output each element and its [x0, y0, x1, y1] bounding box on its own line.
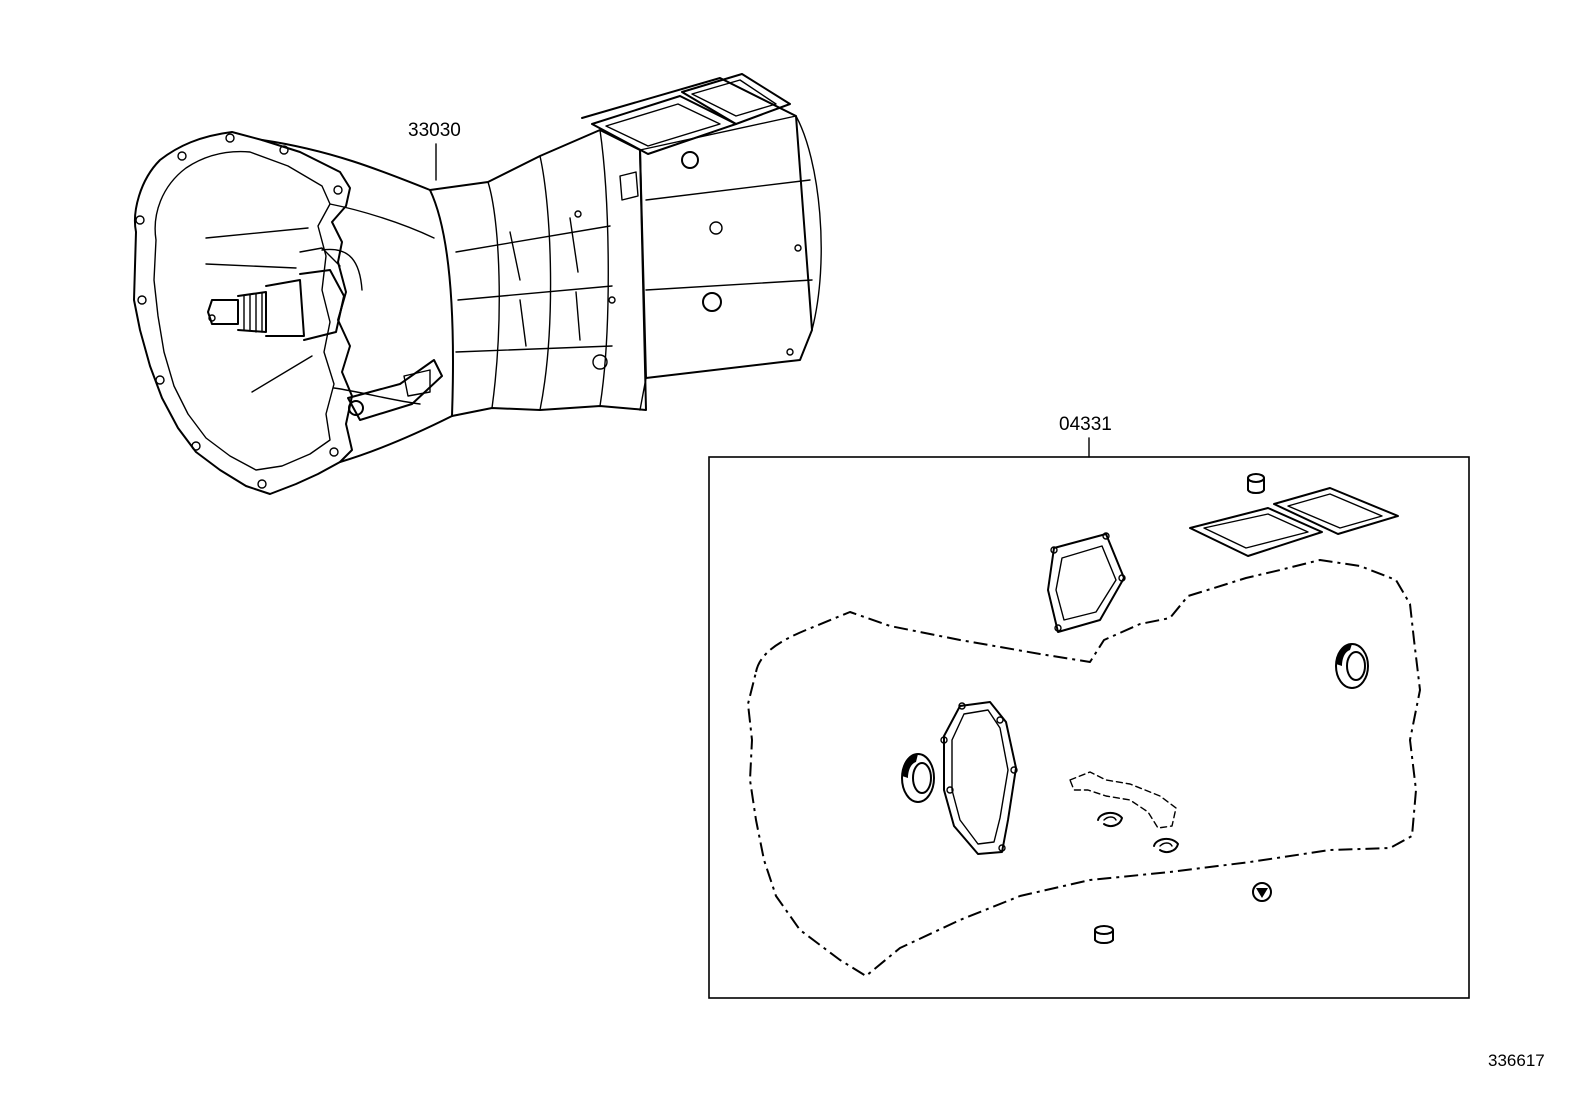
cover-gasket-small — [1047, 532, 1126, 633]
snap-ring-1 — [1097, 812, 1123, 827]
top-cover-gasket-1 — [1189, 507, 1323, 557]
oil-seal-right — [1335, 643, 1369, 689]
part-label-transmission: 33030 — [408, 120, 461, 181]
gasket-kit-frame — [708, 456, 1470, 999]
case-gasket — [747, 559, 1421, 977]
plug-bottom-right — [1252, 882, 1272, 902]
plug-top — [1247, 473, 1265, 494]
extension-housing-gasket — [940, 701, 1018, 855]
part-label-gasket-kit: 04331 — [1059, 414, 1112, 458]
snap-ring-2 — [1153, 838, 1179, 853]
part-number-04331: 04331 — [1059, 414, 1112, 435]
plug-bottom — [1094, 925, 1114, 944]
oil-seal-left — [901, 753, 935, 803]
transmission-assembly[interactable] — [133, 73, 822, 495]
gasket-kit[interactable] — [708, 456, 1470, 999]
input-shaft — [207, 247, 345, 341]
shift-rail-gasket — [1069, 771, 1177, 829]
release-fork — [347, 359, 443, 421]
bell-housing-bolt-lugs — [135, 133, 343, 489]
top-cover-gasket-2 — [1273, 487, 1399, 535]
part-number-33030: 33030 — [408, 120, 461, 141]
drawing-id: 336617 — [1488, 1051, 1545, 1070]
